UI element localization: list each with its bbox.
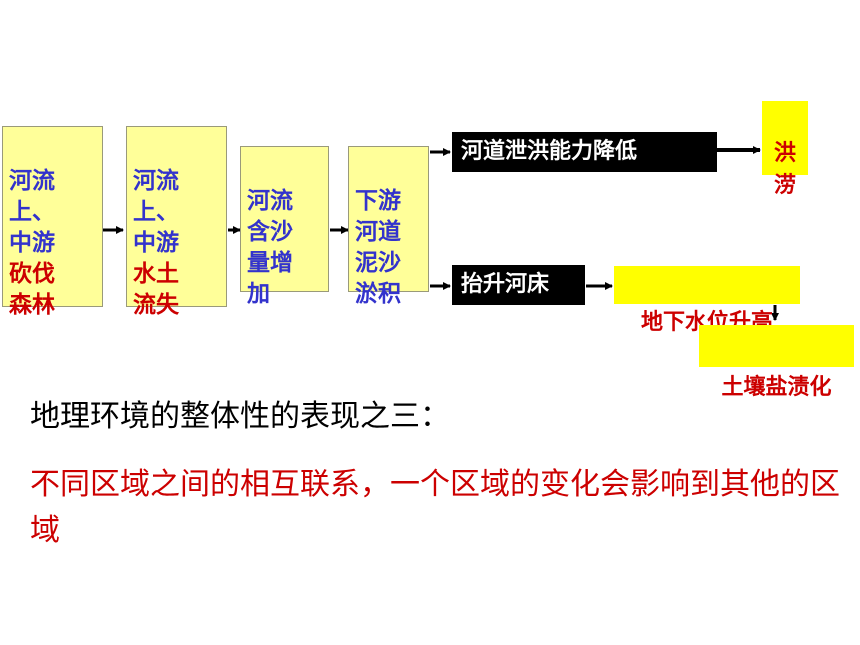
salinization-text: 土壤盐渍化 [721, 375, 832, 400]
box-soil-erosion: 河流 上、 中游 水土 流失 [126, 126, 227, 318]
lower-cause-text: 抬升河床 [461, 272, 550, 297]
box1-action: 砍伐 森林 [9, 261, 55, 318]
heading-text: 地理环境的整体性的表现之三： [30, 399, 450, 434]
flood-text: 洪 涝 [773, 141, 796, 198]
box3-text: 河流 含沙 量增 加 [247, 188, 293, 307]
box-soil-salinization: 土壤盐渍化 [699, 325, 854, 400]
box-upstream-deforestation: 河流 上、 中游 砍伐 森林 [2, 126, 103, 318]
box2-location: 河流 上、 中游 [133, 168, 179, 256]
box-groundwater-rise: 地下水位升高 [614, 266, 800, 335]
box-sediment-increase: 河流 含沙 量增 加 [240, 146, 329, 307]
box-flood-discharge-reduced: 河道泄洪能力降低 [452, 132, 717, 172]
box1-location: 河流 上、 中游 [9, 168, 55, 256]
box-raise-riverbed: 抬升河床 [452, 265, 585, 305]
box-downstream-deposition: 下游 河道 泥沙 淤积 [348, 146, 429, 307]
statement-text: 不同区域之间的相互联系，一个区域的变化会影响到其他的区域 [30, 467, 840, 548]
box4-text: 下游 河道 泥沙 淤积 [355, 188, 401, 307]
box-flood: 洪 涝 [762, 101, 808, 198]
box2-effect: 水土 流失 [133, 261, 179, 318]
upper-cause-text: 河道泄洪能力降低 [461, 139, 638, 164]
